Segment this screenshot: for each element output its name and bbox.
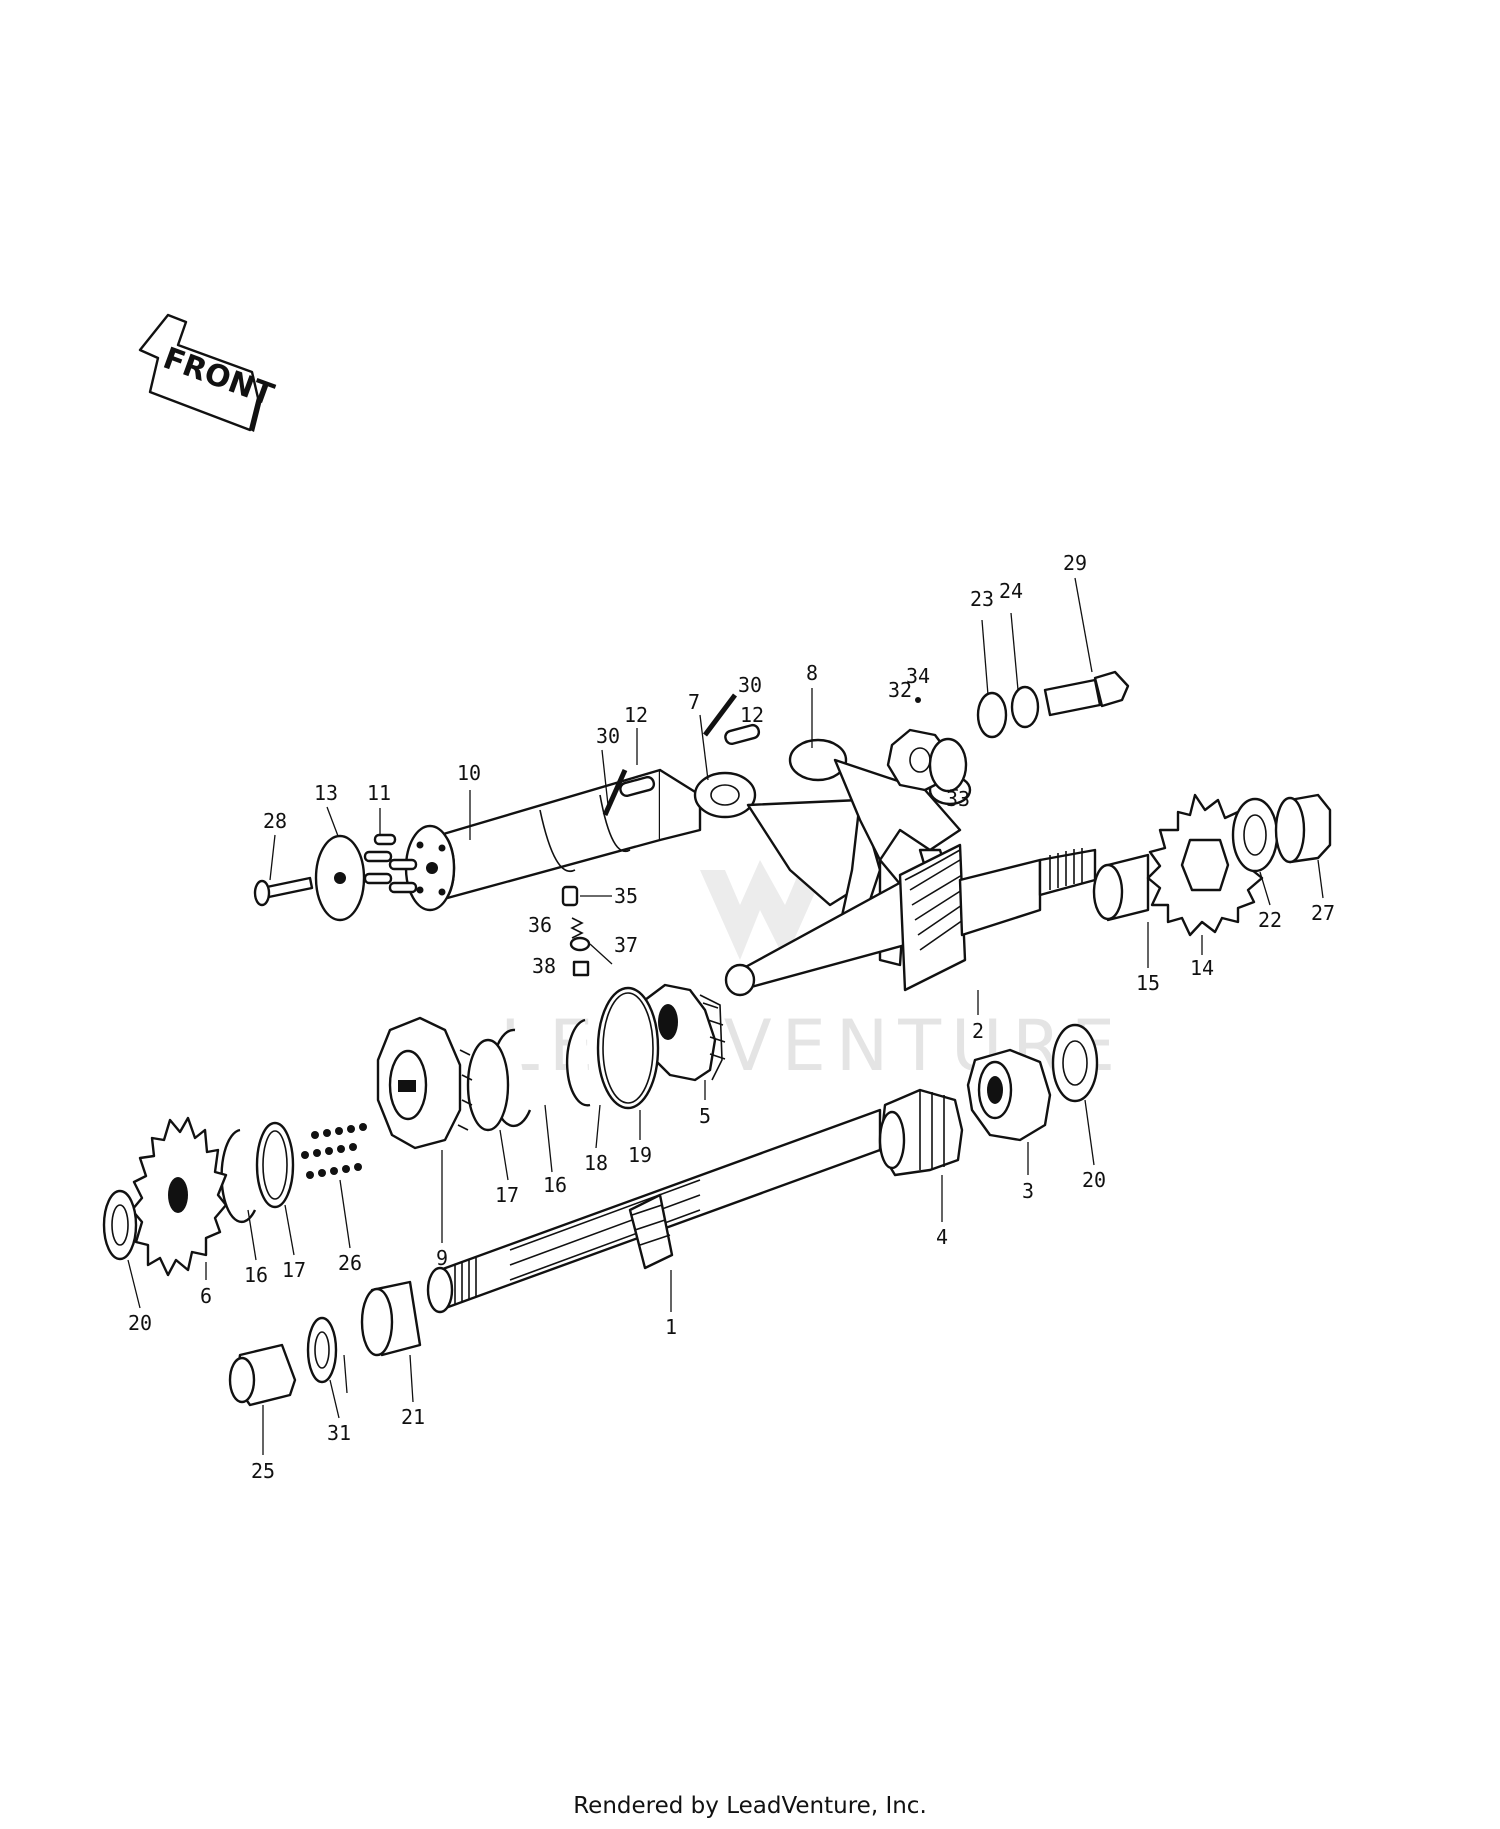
footer-credit: Rendered by LeadVenture, Inc. bbox=[573, 1793, 927, 1819]
callout-30a: 30 bbox=[596, 724, 620, 748]
callout-10: 10 bbox=[457, 761, 481, 785]
callout-31: 31 bbox=[327, 1421, 351, 1445]
callout-17b: 17 bbox=[282, 1258, 306, 1282]
callout-1: 1 bbox=[665, 1315, 677, 1339]
circlip-16-left bbox=[220, 1128, 257, 1224]
callout-16a: 16 bbox=[543, 1173, 567, 1197]
callout-16b: 16 bbox=[244, 1263, 268, 1287]
gear-4 bbox=[878, 1088, 964, 1177]
nut-25 bbox=[228, 1343, 297, 1407]
washer-23 bbox=[976, 691, 1008, 739]
washer-33 bbox=[928, 737, 968, 793]
circlip-18 bbox=[565, 1018, 591, 1107]
callout-32: 32 bbox=[888, 678, 912, 702]
callout-28: 28 bbox=[263, 809, 287, 833]
pins-30-12 bbox=[602, 693, 761, 817]
callout-14: 14 bbox=[1190, 956, 1214, 980]
bolt-29 bbox=[1043, 670, 1130, 717]
nut-27 bbox=[1274, 793, 1332, 864]
pin-34 bbox=[915, 697, 921, 703]
leader-lines bbox=[127, 577, 1324, 1455]
balls-26 bbox=[301, 1123, 367, 1179]
front-arrow-icon: FRONT bbox=[138, 313, 279, 432]
washer-20-left bbox=[102, 1189, 138, 1261]
callout-2: 2 bbox=[972, 1019, 984, 1043]
shift-fork-7 bbox=[693, 771, 882, 932]
countershaft bbox=[724, 843, 1097, 997]
callout-18: 18 bbox=[584, 1151, 608, 1175]
callout-11: 11 bbox=[367, 781, 391, 805]
callout-27: 27 bbox=[1311, 901, 1335, 925]
callout-22: 22 bbox=[1258, 908, 1282, 932]
callout-34: 34 bbox=[906, 664, 930, 688]
callout-26: 26 bbox=[338, 1251, 362, 1275]
callout-36: 36 bbox=[528, 913, 552, 937]
collar-21 bbox=[360, 1280, 422, 1357]
screw-28 bbox=[253, 876, 314, 907]
callout-13: 13 bbox=[314, 781, 338, 805]
callout-38: 38 bbox=[532, 954, 556, 978]
gear-9 bbox=[376, 1016, 473, 1150]
callout-20b: 20 bbox=[128, 1311, 152, 1335]
callout-37: 37 bbox=[614, 933, 638, 957]
callout-35: 35 bbox=[614, 884, 638, 908]
callout-12a: 12 bbox=[624, 703, 648, 727]
callout-20a: 20 bbox=[1082, 1168, 1106, 1192]
callout-17a: 17 bbox=[495, 1183, 519, 1207]
callout-4: 4 bbox=[936, 1225, 948, 1249]
callout-21: 21 bbox=[401, 1405, 425, 1429]
lock-washer-31 bbox=[306, 1316, 338, 1384]
callout-9: 9 bbox=[436, 1246, 448, 1270]
callout-6: 6 bbox=[200, 1284, 212, 1308]
gear-3 bbox=[966, 1048, 1052, 1142]
drum-pins bbox=[363, 833, 418, 894]
washer-22 bbox=[1231, 797, 1279, 873]
main-shaft bbox=[426, 1108, 882, 1314]
callout-30b: 30 bbox=[738, 673, 762, 697]
callout-3: 3 bbox=[1022, 1179, 1034, 1203]
sprocket-6 bbox=[130, 1116, 228, 1277]
callout-5: 5 bbox=[699, 1104, 711, 1128]
detent-35 bbox=[561, 885, 579, 907]
spring-36 bbox=[570, 917, 584, 939]
gear-5 bbox=[643, 983, 726, 1082]
callout-29: 29 bbox=[1063, 551, 1087, 575]
washer-37 bbox=[569, 936, 591, 952]
callout-numbers: 1 2 3 4 5 6 7 8 9 10 11 12 12 13 14 15 1… bbox=[128, 551, 1335, 1483]
shift-drum bbox=[404, 768, 702, 912]
callout-24: 24 bbox=[999, 579, 1023, 603]
callout-25: 25 bbox=[251, 1459, 275, 1483]
callout-33: 33 bbox=[946, 787, 970, 811]
callout-7: 7 bbox=[688, 690, 700, 714]
washer-24 bbox=[1010, 685, 1040, 729]
washer-20-right bbox=[1051, 1023, 1099, 1103]
callout-19: 19 bbox=[628, 1143, 652, 1167]
circlip-19 bbox=[596, 986, 660, 1110]
collar-15 bbox=[1092, 853, 1150, 922]
washer-17 bbox=[466, 1038, 510, 1132]
callout-12b: 12 bbox=[740, 703, 764, 727]
callout-15: 15 bbox=[1136, 971, 1160, 995]
screw-38 bbox=[572, 960, 590, 977]
callout-8: 8 bbox=[806, 661, 818, 685]
callout-23: 23 bbox=[970, 587, 994, 611]
